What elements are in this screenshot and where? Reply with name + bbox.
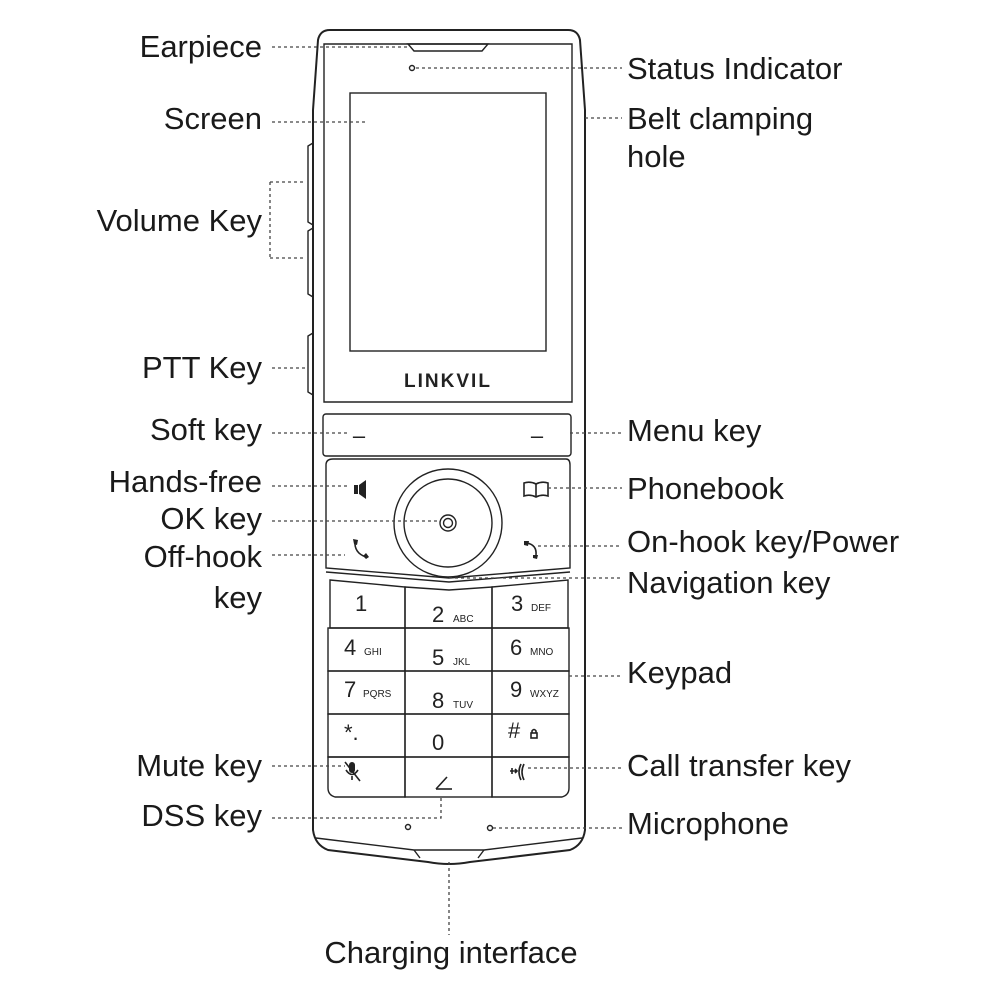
phone-onhook-icon[interactable] xyxy=(524,541,538,559)
svg-text:6: 6 xyxy=(510,635,522,660)
label-navigation-key: Navigation key xyxy=(627,565,831,600)
label-call-transfer-key: Call transfer key xyxy=(627,748,851,783)
label-earpiece: Earpiece xyxy=(140,29,262,64)
svg-text:TUV: TUV xyxy=(453,700,473,711)
soft-key-right[interactable]: – xyxy=(531,423,544,448)
svg-text:WXYZ: WXYZ xyxy=(530,689,559,700)
book-icon[interactable] xyxy=(523,481,549,498)
label-soft-key: Soft key xyxy=(150,412,262,447)
mic-mute-icon[interactable] xyxy=(344,761,361,782)
soft-key-left[interactable]: – xyxy=(353,423,366,448)
key-star[interactable]: *. xyxy=(344,720,359,745)
label-ok-key: OK key xyxy=(160,501,262,536)
key-7[interactable]: 7 PQRS xyxy=(344,677,392,702)
label-mute-key: Mute key xyxy=(136,748,262,783)
key-8[interactable]: 8 TUV xyxy=(432,688,473,713)
microphone-hole xyxy=(404,823,412,831)
svg-text:MNO: MNO xyxy=(530,647,554,658)
callouts-left: Earpiece Screen Volume Key PTT Key Soft … xyxy=(97,29,263,833)
key-0[interactable]: 0 xyxy=(432,730,444,755)
label-menu-key: Menu key xyxy=(627,413,762,448)
label-off-hook-line1: Off-hook xyxy=(144,539,263,574)
key-4[interactable]: 4 GHI xyxy=(344,635,382,660)
call-transfer-icon[interactable] xyxy=(510,763,525,781)
label-keypad: Keypad xyxy=(627,655,732,690)
dss-angle-icon[interactable] xyxy=(435,776,452,790)
svg-text:0: 0 xyxy=(432,730,444,755)
svg-text:JKL: JKL xyxy=(453,657,471,668)
speaker-icon[interactable] xyxy=(354,480,366,499)
key-hash[interactable]: # xyxy=(508,718,538,743)
phone-offhook-icon[interactable] xyxy=(353,539,369,559)
status-led xyxy=(408,64,416,72)
svg-text:DEF: DEF xyxy=(531,603,551,614)
label-ptt-key: PTT Key xyxy=(142,350,263,385)
ptt-button[interactable] xyxy=(307,332,314,396)
label-microphone: Microphone xyxy=(627,806,789,841)
screen-display xyxy=(349,92,547,352)
key-1[interactable]: 1 xyxy=(355,591,367,616)
svg-text:PQRS: PQRS xyxy=(363,689,392,700)
key-6[interactable]: 6 MNO xyxy=(510,635,554,660)
lock-icon xyxy=(530,728,538,739)
phone-body: LINKVIL – – xyxy=(307,29,586,865)
leader-lines xyxy=(269,46,622,935)
key-9[interactable]: 9 WXYZ xyxy=(510,677,559,702)
svg-text:7: 7 xyxy=(344,677,356,702)
key-2[interactable]: 2 ABC xyxy=(432,602,474,627)
svg-text:8: 8 xyxy=(432,688,444,713)
svg-text:5: 5 xyxy=(432,645,444,670)
svg-text:4: 4 xyxy=(344,635,356,660)
volume-down-button[interactable] xyxy=(307,227,314,298)
navigation-key[interactable] xyxy=(393,468,503,578)
label-belt-line2: hole xyxy=(627,139,686,174)
earpiece-slot xyxy=(406,43,490,52)
label-screen: Screen xyxy=(164,101,262,136)
label-belt-line1: Belt clamping xyxy=(627,101,813,136)
label-charging-interface: Charging interface xyxy=(324,935,577,970)
key-5[interactable]: 5 JKL xyxy=(432,645,471,670)
keypad-grid xyxy=(327,579,570,798)
label-phonebook: Phonebook xyxy=(627,471,784,506)
soft-key-bar xyxy=(322,413,572,457)
volume-up-button[interactable] xyxy=(307,142,314,226)
brand-logo: LINKVIL xyxy=(404,371,492,392)
svg-text:9: 9 xyxy=(510,677,522,702)
microphone-hole-right xyxy=(486,824,494,832)
callouts-right: Status Indicator Belt clamping hole Menu… xyxy=(627,51,899,841)
label-volume-key: Volume Key xyxy=(97,203,263,238)
svg-text:#: # xyxy=(508,718,521,743)
svg-text:*.: *. xyxy=(344,720,359,745)
label-status-indicator: Status Indicator xyxy=(627,51,842,86)
ok-key[interactable] xyxy=(439,514,457,532)
label-hands-free: Hands-free xyxy=(109,464,262,499)
svg-text:GHI: GHI xyxy=(364,647,382,658)
svg-text:2: 2 xyxy=(432,602,444,627)
label-dss-key: DSS key xyxy=(141,798,262,833)
label-on-hook: On-hook key/Power xyxy=(627,524,899,559)
label-off-hook-line2: key xyxy=(214,580,263,615)
svg-text:1: 1 xyxy=(355,591,367,616)
svg-text:ABC: ABC xyxy=(453,614,474,625)
svg-text:3: 3 xyxy=(511,591,523,616)
key-3[interactable]: 3 DEF xyxy=(511,591,551,616)
